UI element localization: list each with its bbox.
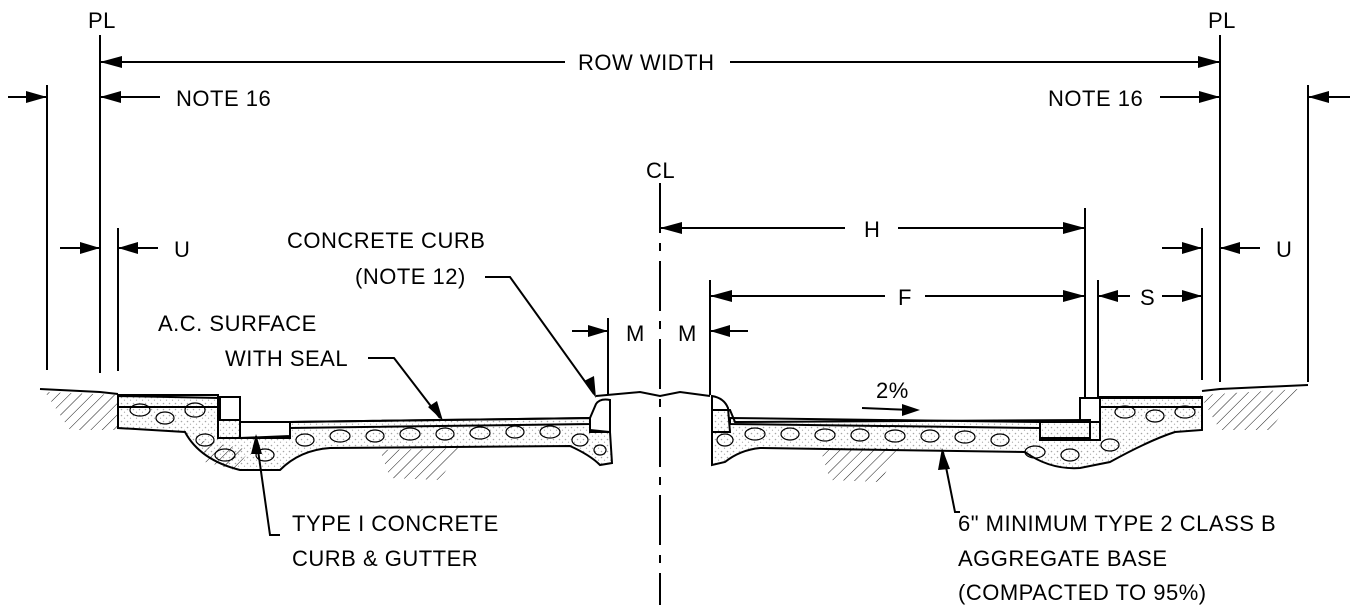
callout-curb-gutter: TYPE I CONCRETE CURB & GUTTER — [251, 434, 499, 571]
u-right-label: U — [1276, 237, 1292, 262]
m-dimension-right: M — [678, 321, 748, 346]
h-dimension: H — [660, 217, 1085, 242]
row-width-dimension: ROW WIDTH — [100, 50, 1220, 75]
f-dimension: F — [710, 285, 1085, 310]
m-left-label: M — [626, 321, 645, 346]
callout-concrete-curb: CONCRETE CURB (NOTE 12) — [287, 228, 596, 398]
extension-lines — [46, 35, 1309, 398]
base-callout-line2: AGGREGATE BASE — [958, 546, 1168, 571]
pl-right-label: PL — [1208, 8, 1236, 33]
left-concrete-curb — [589, 398, 611, 433]
base-callout-line3: (COMPACTED TO 95%) — [958, 580, 1207, 605]
pl-left-label: PL — [88, 8, 116, 33]
base-callout-line1: 6" MINIMUM TYPE 2 CLASS B — [958, 511, 1276, 536]
row-width-label: ROW WIDTH — [578, 50, 714, 75]
u-dimension-right: U — [1162, 237, 1292, 262]
right-concrete-curb — [711, 394, 732, 433]
ac-callout-line2: WITH SEAL — [225, 346, 348, 371]
curb-callout-line2: (NOTE 12) — [355, 264, 466, 289]
left-roadway-section — [117, 390, 711, 471]
gutter-callout-line1: TYPE I CONCRETE — [292, 511, 499, 536]
f-label: F — [898, 285, 912, 310]
m-dimension-left: M — [572, 321, 645, 346]
slope-indicator: 2% — [861, 378, 920, 416]
gutter-callout-line2: CURB & GUTTER — [292, 546, 478, 571]
u-dimension-left: U — [60, 237, 190, 262]
callout-aggregate-base: 6" MINIMUM TYPE 2 CLASS B AGGREGATE BASE… — [938, 448, 1276, 605]
curb-callout-line1: CONCRETE CURB — [287, 228, 485, 253]
s-label: S — [1140, 285, 1155, 310]
note16-dimension-left: NOTE 16 — [8, 86, 271, 111]
slope-label: 2% — [876, 378, 909, 403]
property-line-symbol-left: PL — [88, 8, 116, 33]
right-curb-and-gutter — [1039, 397, 1101, 441]
h-label: H — [864, 217, 880, 242]
note16-dimension-right: NOTE 16 — [1048, 86, 1350, 111]
note16-left-label: NOTE 16 — [176, 86, 271, 111]
right-roadway-section — [711, 394, 1203, 470]
callout-ac-surface: A.C. SURFACE WITH SEAL — [158, 311, 443, 421]
m-right-label: M — [678, 321, 697, 346]
cl-label: CL — [646, 158, 675, 183]
u-left-label: U — [174, 237, 190, 262]
s-dimension: S — [1098, 285, 1202, 310]
ac-callout-line1: A.C. SURFACE — [158, 311, 317, 336]
property-line-symbol-right: PL — [1208, 8, 1236, 33]
note16-right-label: NOTE 16 — [1048, 86, 1143, 111]
centerline-symbol: CL — [646, 158, 675, 183]
